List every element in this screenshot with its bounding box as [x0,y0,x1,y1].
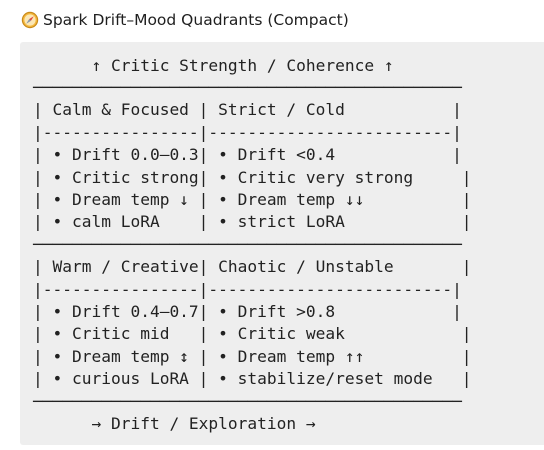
diagram-line: | • curious LoRA | • stabilize/reset mod… [33,369,472,388]
page-title-row: Spark Drift–Mood Quadrants (Compact) [21,9,349,31]
diagram-line: | • Drift 0.0–0.3| • Drift <0.4 | [33,145,462,164]
code-block: ↑ Critic Strength / Coherence ↑ ────────… [20,42,544,445]
diagram-line: → Drift / Exploration → [33,414,316,433]
diagram-line: | • Dream temp ↕ | • Dream temp ↑↑ | [33,347,472,366]
compass-icon [21,11,39,29]
diagram-line: | Calm & Focused | Strict / Cold | [33,100,462,119]
diagram-line: |----------------|----------------------… [33,123,462,142]
diagram-line: |----------------|----------------------… [33,280,462,299]
diagram-line: | Warm / Creative| Chaotic / Unstable | [33,257,472,276]
diagram-line: | • Dream temp ↓ | • Dream temp ↓↓ | [33,190,472,209]
diagram-line: | • Drift 0.4–0.7| • Drift >0.8 | [33,302,462,321]
page-title: Spark Drift–Mood Quadrants (Compact) [43,11,349,29]
diagram-line: | • Critic mid | • Critic weak | [33,324,472,343]
diagram-line: ────────────────────────────────────────… [33,235,462,254]
diagram-line: ────────────────────────────────────────… [33,392,462,411]
diagram-line: | • Critic strong| • Critic very strong … [33,168,472,187]
diagram-line: | • calm LoRA | • strict LoRA | [33,212,472,231]
diagram-line: ────────────────────────────────────────… [33,78,462,97]
diagram-line: ↑ Critic Strength / Coherence ↑ [33,56,394,75]
